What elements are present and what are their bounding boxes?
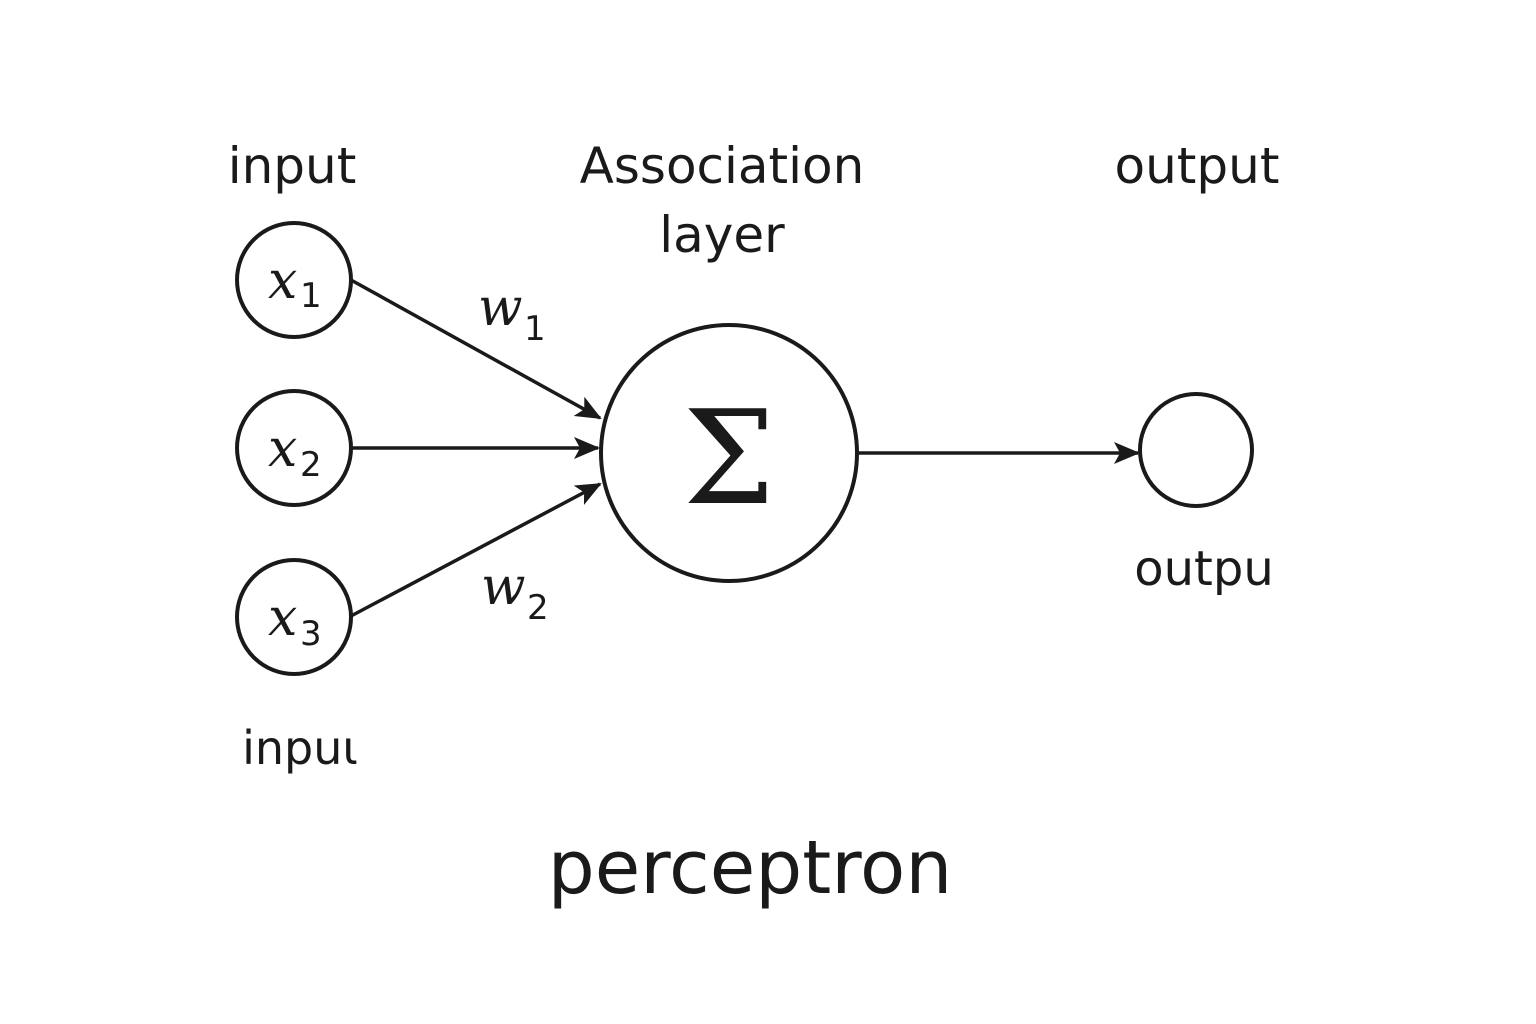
input-bottom-label: inpuι <box>242 721 358 775</box>
input-node-x3: x 3 <box>235 558 353 676</box>
edge-x1-to-sum <box>350 278 602 420</box>
input-symbol-x1: x <box>268 251 297 311</box>
output-column-label: output <box>1115 137 1280 195</box>
input-subscript-x1: 1 <box>300 276 322 316</box>
weight-symbol-w1: w <box>478 278 523 338</box>
weight-label-w1: w 1 <box>478 278 546 349</box>
input-subscript-x2: 2 <box>300 445 322 485</box>
diagram-title: perceptron <box>548 825 952 911</box>
input-node-x2: x 2 <box>235 389 353 507</box>
sigma-symbol: Σ <box>683 382 775 534</box>
input-node-x1: x 1 <box>235 221 353 339</box>
summation-node: Σ <box>599 323 859 583</box>
weight-symbol-w2: w <box>481 557 526 617</box>
edge-x3-to-sum <box>350 482 602 618</box>
output-node <box>1138 392 1254 508</box>
input-column-label: input <box>228 137 357 195</box>
input-symbol-x3: x <box>268 588 297 648</box>
weight-subscript-w1: 1 <box>524 309 546 349</box>
input-subscript-x3: 3 <box>300 614 322 654</box>
weight-subscript-w2: 2 <box>527 588 549 628</box>
association-layer-label-line1: Association <box>580 137 865 195</box>
output-bottom-label: outpu <box>1134 541 1274 597</box>
weight-label-w2: w 2 <box>481 557 549 628</box>
association-layer-label-line2: layer <box>659 206 785 264</box>
input-symbol-x2: x <box>268 419 297 479</box>
